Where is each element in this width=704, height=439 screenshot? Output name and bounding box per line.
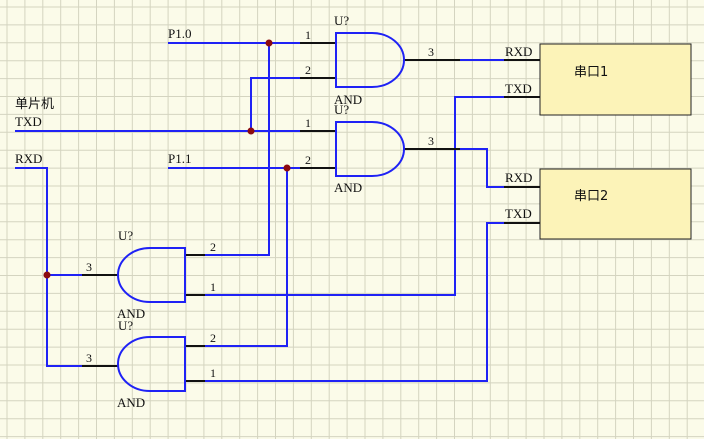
- serial-port-1-box: [539, 43, 692, 116]
- pin-number: 3: [86, 351, 92, 365]
- pin-number: 1: [210, 280, 216, 294]
- wires: [15, 42, 504, 382]
- gate-ref-label: U?: [118, 228, 133, 243]
- pin-number: 2: [305, 153, 311, 167]
- wire-p10-branch: [205, 43, 270, 256]
- wire-gate3-in1: [205, 96, 504, 296]
- pin-number: 2: [210, 331, 216, 345]
- pin-number: 2: [305, 63, 311, 77]
- wire-p11-branch: [205, 168, 288, 347]
- pin-number: 1: [305, 28, 311, 42]
- pin-number: 1: [210, 366, 216, 380]
- serial-port-2-name: 串口2: [574, 189, 608, 204]
- gate-type-label: AND: [334, 180, 362, 195]
- net-label-p11: P1.1: [168, 151, 191, 166]
- port1-txd-label: TXD: [505, 81, 532, 96]
- pin-number: 3: [428, 134, 434, 148]
- port1-rxd-label: RXD: [505, 44, 532, 59]
- junction-dot: [265, 39, 273, 47]
- and-gate-3: [117, 247, 186, 303]
- wire-gate4-in1: [205, 222, 504, 382]
- net-label-mcu-txd: TXD: [15, 114, 42, 129]
- pin-number: 3: [428, 45, 434, 59]
- and-gate-4: [117, 336, 186, 392]
- pin-number: 3: [86, 260, 92, 274]
- gate-type-label: AND: [334, 92, 362, 107]
- mcu-label: 单片机: [15, 97, 54, 112]
- gate-ref-label: U?: [118, 318, 133, 333]
- serial-port-1-name: 串口1: [574, 65, 608, 80]
- gate-type-label: AND: [117, 395, 145, 410]
- pin-number: 1: [305, 116, 311, 130]
- wire-gate2-out: [460, 148, 504, 188]
- wire-rxd: [15, 167, 82, 367]
- port2-txd-label: TXD: [505, 206, 532, 221]
- junction-dot: [247, 127, 255, 135]
- and-gate-2: [335, 121, 405, 177]
- serial-port-2-box: [539, 168, 692, 240]
- junction-dot: [283, 164, 291, 172]
- port2-rxd-label: RXD: [505, 170, 532, 185]
- and-gate-1: [335, 32, 405, 88]
- gate-ref-label: U?: [334, 102, 349, 117]
- gate-ref-label: U?: [334, 13, 349, 28]
- wire-txd-branch: [250, 77, 300, 131]
- pin-stubs: [82, 42, 540, 382]
- net-label-p10: P1.0: [168, 26, 191, 41]
- junction-dot: [43, 271, 51, 279]
- net-label-mcu-rxd: RXD: [15, 151, 42, 166]
- gate-type-label: AND: [117, 306, 145, 321]
- pin-number: 2: [210, 240, 216, 254]
